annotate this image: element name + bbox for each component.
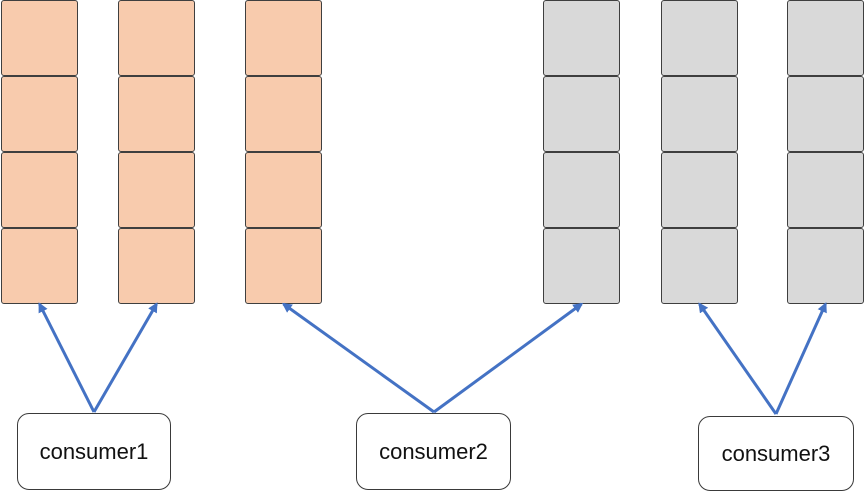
queue-5-cell-2 xyxy=(661,76,738,152)
consumer1-label: consumer1 xyxy=(39,438,149,464)
queue-3-cell-3 xyxy=(245,152,322,228)
queue-2-cell-2 xyxy=(118,76,195,152)
queue-1-cell-3 xyxy=(1,152,78,228)
queue-6-cell-3 xyxy=(787,152,864,228)
consumer1-box[interactable]: consumer1 xyxy=(17,413,171,490)
queue-6-cell-1 xyxy=(787,0,864,76)
arrow-consumer2-to-queue-4 xyxy=(433,302,584,414)
queue-4-cell-3 xyxy=(543,152,620,228)
queue-4-cell-2 xyxy=(543,76,620,152)
queue-5-cell-3 xyxy=(661,152,738,228)
consumer3-label: consumer3 xyxy=(721,440,831,466)
queue-2-cell-3 xyxy=(118,152,195,228)
consumer3-box[interactable]: consumer3 xyxy=(698,416,854,491)
queue-6-cell-2 xyxy=(787,76,864,152)
queue-2-cell-1 xyxy=(118,0,195,76)
arrow-consumer3-to-queue-6 xyxy=(774,302,827,415)
queue-1-cell-4 xyxy=(1,228,78,304)
queue-3-cell-4 xyxy=(245,228,322,304)
queue-6-cell-4 xyxy=(787,228,864,304)
queue-5-cell-1 xyxy=(661,0,738,76)
queue-1-cell-2 xyxy=(1,76,78,152)
arrow-consumer2-to-queue-3 xyxy=(281,302,435,414)
queue-2-cell-4 xyxy=(118,228,195,304)
queue-4-cell-4 xyxy=(543,228,620,304)
queue-3-cell-1 xyxy=(245,0,322,76)
consumer2-box[interactable]: consumer2 xyxy=(356,413,511,490)
queue-3-cell-2 xyxy=(245,76,322,152)
arrow-consumer3-to-queue-5 xyxy=(698,302,778,415)
queue-1-cell-1 xyxy=(1,0,78,76)
queue-5-cell-4 xyxy=(661,228,738,304)
consumer2-label: consumer2 xyxy=(379,438,488,464)
arrow-consumer1-to-queue-2 xyxy=(92,302,158,413)
queue-4-cell-1 xyxy=(543,0,620,76)
arrow-consumer1-to-queue-1 xyxy=(38,302,96,413)
